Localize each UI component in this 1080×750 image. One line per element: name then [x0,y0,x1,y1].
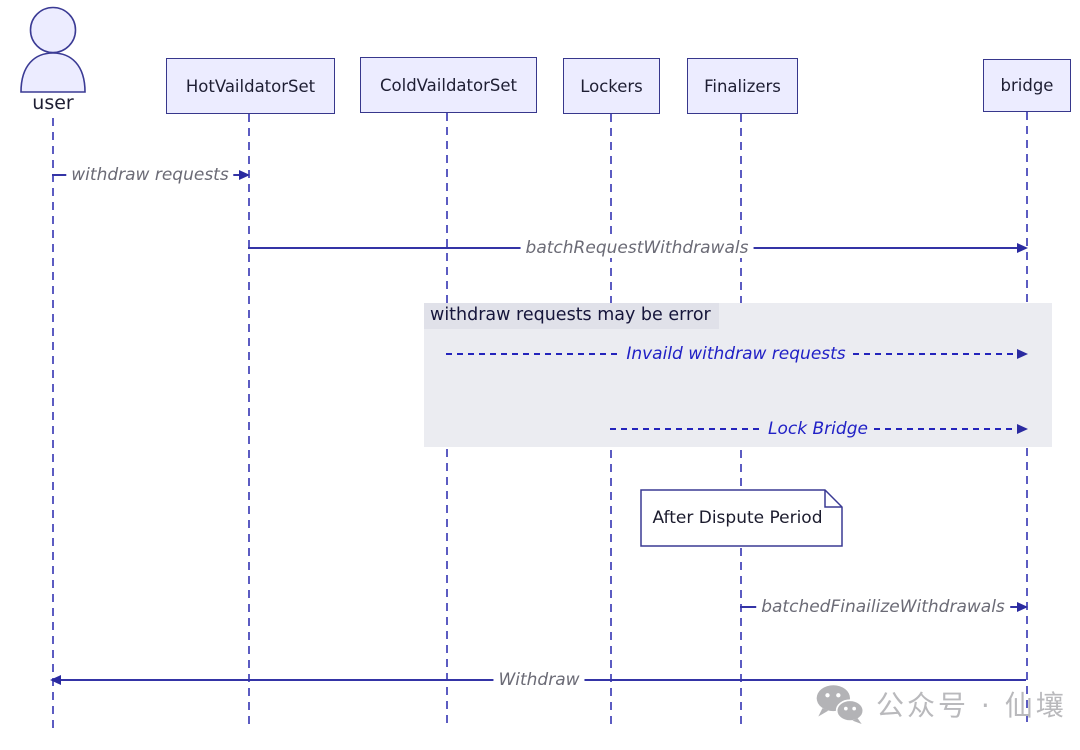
arrowhead-icon [1017,424,1028,434]
watermark-text: 公众号 · 仙壤 [876,689,1067,722]
participant-box-bridge: bridge [983,59,1071,112]
message-label: batchRequestWithdrawals [520,238,754,258]
message-label: withdraw requests [66,165,234,185]
loop-region-label: withdraw requests may be error [424,303,719,329]
arrowhead-icon [1017,349,1028,359]
lifeline-hotvaildatorset [248,114,250,728]
note-after-dispute-period: After Dispute Period [640,489,843,547]
message-label: Invaild withdraw requests [621,344,851,364]
arrowhead-icon [1017,602,1028,612]
participant-box-finalizers: Finalizers [687,58,798,114]
participant-label: HotVaildatorSet [185,76,316,96]
arrowhead-icon [1017,243,1028,253]
message-label: batchedFinailizeWithdrawals [756,597,1010,617]
participant-label: Lockers [580,76,643,96]
participant-label: bridge [1000,76,1054,95]
actor-label-user: user [32,92,74,114]
note-shape [640,489,843,547]
arrowhead-icon [50,675,61,685]
note-text: After Dispute Period [652,508,823,528]
participant-box-coldvaildatorset: ColdVaildatorSet [360,57,537,113]
participant-label: Finalizers [704,76,781,96]
participant-box-lockers: Lockers [563,58,660,114]
user-actor-icon [20,6,86,93]
lifeline-user [52,118,54,728]
participant-label: ColdVaildatorSet [380,75,517,95]
watermark: 公众号 · 仙壤 [814,684,1067,724]
arrowhead-icon [239,170,250,180]
participant-box-hotvaildatorset: HotVaildatorSet [166,58,335,114]
message-label: Withdraw [493,670,585,690]
wechat-icon [816,685,865,724]
message-label: Lock Bridge [763,419,873,439]
